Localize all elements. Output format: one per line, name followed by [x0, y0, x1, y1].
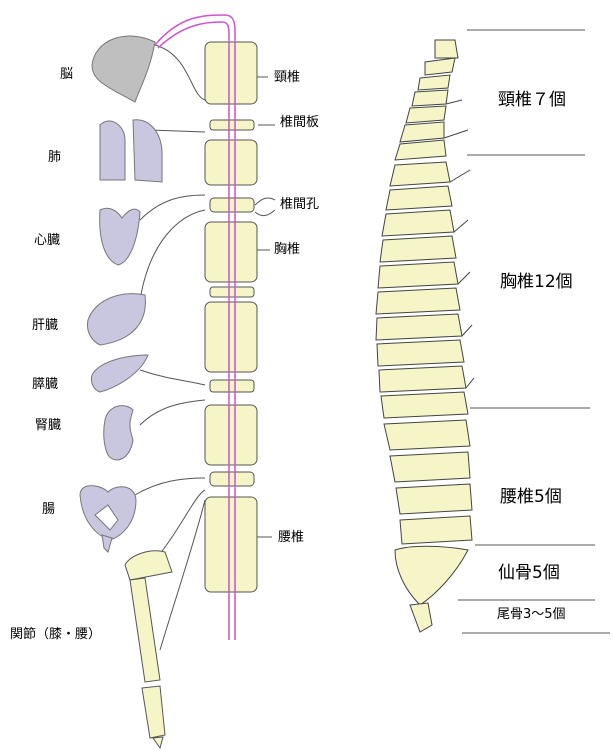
foramen-label: 椎間孔	[280, 197, 319, 213]
leg-bones	[125, 551, 172, 748]
intestine-label: 腸	[42, 502, 55, 518]
lungs-label: 肺	[48, 150, 61, 166]
liver-label: 肝臓	[32, 318, 58, 334]
region-sacrum-label: 仙骨5個	[498, 563, 560, 583]
kidney-shape	[104, 406, 133, 460]
region-coccyx-label: 尾骨3〜5個	[497, 607, 566, 623]
region-cervical-label: 頸椎７個	[498, 90, 566, 110]
heart-shape	[100, 208, 140, 265]
pancreas-label: 膵臓	[32, 377, 58, 393]
liver-shape	[88, 294, 146, 345]
region-thoracic-label: 胸椎12個	[500, 272, 573, 292]
joints-label: 関節（膝・腰）	[10, 627, 101, 643]
brain-label: 脳	[60, 67, 73, 83]
cervical-label: 頸椎	[274, 70, 300, 86]
region-lumbar-label: 腰椎5個	[500, 487, 562, 507]
pancreas-shape	[91, 355, 148, 392]
brain-shape	[92, 36, 155, 102]
disc-label: 椎間板	[280, 115, 319, 131]
side-spine	[376, 40, 472, 632]
kidney-label: 腎臓	[35, 418, 61, 434]
heart-label: 心臓	[34, 233, 60, 249]
lumbar-label: 腰椎	[278, 530, 304, 546]
lungs-shape	[100, 121, 125, 180]
front-spine	[205, 42, 257, 592]
organ-shapes	[80, 36, 162, 552]
thoracic-label: 胸椎	[274, 242, 300, 258]
